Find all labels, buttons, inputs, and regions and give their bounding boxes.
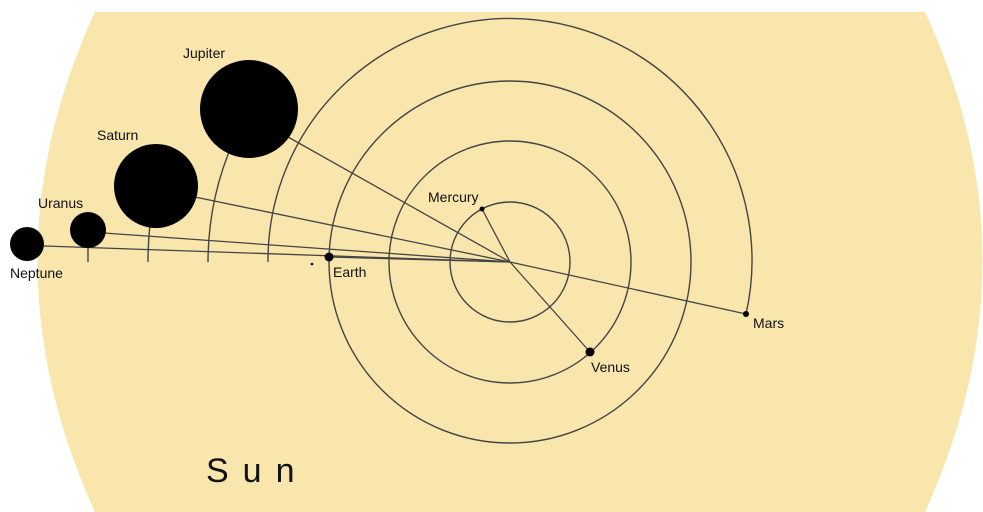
orbit-mars [267,17,753,315]
label-earth: Earth [333,264,366,280]
planet-mars [743,311,749,317]
label-uranus: Uranus [38,195,83,211]
sun-label: Sun [206,452,309,490]
planets [10,60,749,357]
planet-mercury [479,206,485,212]
label-saturn: Saturn [97,127,138,143]
radial-lines [43,136,747,353]
line-venus [509,261,591,353]
orbit-earth [328,80,692,444]
planet-saturn [114,144,198,228]
moon-dot [310,262,314,266]
label-mars: Mars [753,315,784,331]
line-jupiter [287,136,511,263]
planet-earth [324,252,334,262]
label-jupiter: Jupiter [183,45,225,61]
planet-neptune [10,227,44,261]
label-mercury: Mercury [428,189,479,205]
orbit-mercury [449,201,571,323]
planet-uranus [70,212,106,248]
line-mars [509,261,747,315]
label-venus: Venus [591,359,630,375]
label-neptune: Neptune [10,265,63,281]
line-uranus [103,232,511,263]
planet-venus [585,347,595,357]
planet-labels: Jupiter Saturn Uranus Neptune Mercury Ea… [10,45,784,375]
orbit-venus [388,140,632,384]
line-mercury [481,208,511,263]
planet-jupiter [200,60,298,158]
line-saturn [189,195,511,263]
line-neptune [43,245,511,263]
orbit-rings [328,80,692,444]
